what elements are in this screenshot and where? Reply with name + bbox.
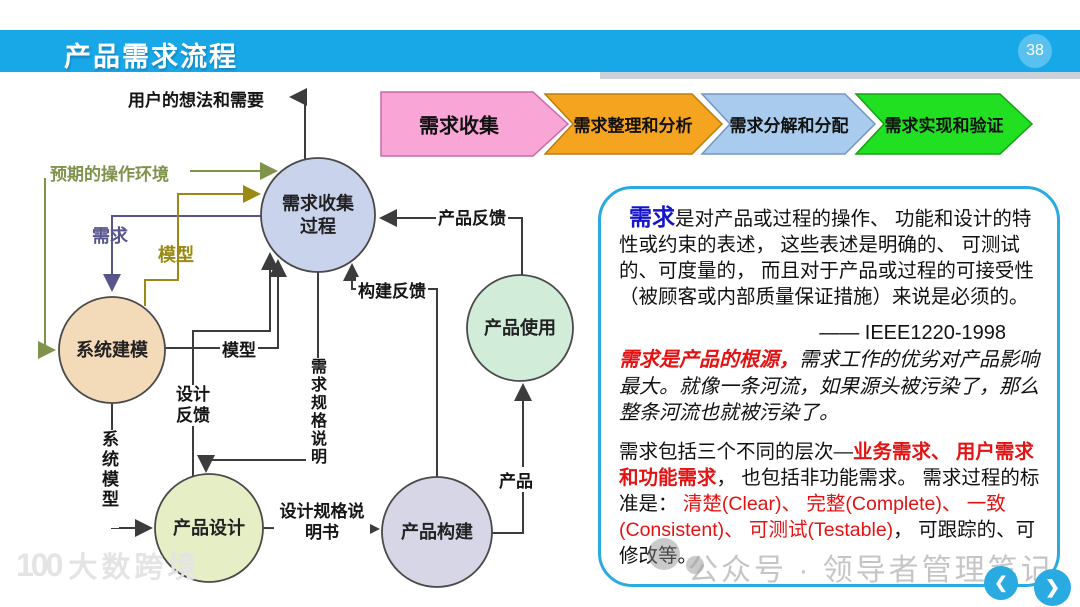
node-design-label: 产品设计	[173, 517, 245, 538]
edge-label-build-feedback: 构建反馈	[356, 277, 428, 302]
definition-text: 是对产品或过程的操作、 功能和设计的特性或约束的表述， 这些表述是明确的、 可测…	[619, 208, 1034, 308]
edge-label-design-spec: 设计规格说明书	[274, 502, 370, 544]
flow-step-3-shape	[700, 93, 877, 155]
edge-model-out	[165, 259, 287, 349]
edge-req-spec	[197, 272, 319, 473]
edge-product-feedback	[379, 209, 523, 275]
edge-requirements	[103, 215, 262, 292]
node-collect	[260, 157, 376, 273]
levels-paragraph: 需求包括三个不同的层次—业务需求、 用户需求和功能需求， 也包括非功能需求。 需…	[619, 440, 1042, 570]
prev-slide-button[interactable]: ❮	[984, 566, 1018, 600]
flow-step-1-shape	[380, 91, 570, 157]
levels-highlight-1: 业务需求、 用户需求和功能需求	[619, 441, 1034, 489]
flow-step-2-label: 需求整理和分析	[573, 116, 693, 136]
chevron-left-icon: ❮	[994, 575, 1008, 592]
edge-design-feedback	[192, 252, 279, 476]
keyword-requirement: 需求	[629, 204, 675, 230]
next-slide-button[interactable]: ❯	[1034, 569, 1071, 606]
node-use	[466, 274, 574, 382]
edge-label-design-feedback: 设计反馈	[170, 385, 216, 427]
title-bar	[0, 30, 1080, 72]
edge-label-req-spec: 需求规格说明	[306, 358, 326, 466]
edge-user-needs	[289, 88, 307, 159]
edge-model-to-collect	[144, 185, 261, 306]
edge-label-system-model: 系统模型	[98, 430, 119, 528]
edge-label-expected-env: 预期的操作环境	[50, 165, 169, 184]
flow-step-1-label: 需求收集	[419, 115, 499, 138]
watermark-left-text: 大数跨境	[68, 552, 201, 584]
page-number-badge: 38	[1018, 34, 1052, 68]
edge-label-user-needs: 用户的想法和需要	[128, 91, 264, 110]
watermark-blob-icon	[686, 556, 704, 574]
definition-paragraph: 需求是对产品或过程的操作、 功能和设计的特性或约束的表述， 这些表述是明确的、 …	[619, 202, 1042, 311]
node-build	[381, 476, 493, 588]
title-bar-shadow	[600, 72, 1080, 79]
edge-label-model-to-collect: 模型	[158, 245, 194, 265]
flow-step-2-shape	[543, 93, 724, 155]
edge-label-requirements: 需求	[92, 226, 128, 246]
node-use-label: 产品使用	[484, 317, 556, 338]
node-design	[154, 473, 264, 583]
levels-text-3: ， 可跟踪的、可修改等。	[619, 518, 1036, 567]
page-title: 产品需求流程	[64, 42, 238, 72]
watermark-logo: 100	[16, 546, 63, 583]
node-build-label: 产品构建	[401, 521, 473, 542]
edge-label-model-out: 模型	[220, 336, 258, 361]
flow-step-3-label: 需求分解和分配	[729, 116, 849, 136]
node-modeling-label: 系统建模	[76, 339, 148, 360]
flow-step-4-shape	[854, 93, 1034, 155]
requirements-definition-panel: 需求是对产品或过程的操作、 功能和设计的特性或约束的表述， 这些表述是明确的、 …	[598, 186, 1060, 587]
levels-highlight-2: 清楚(Clear)、 完整(Complete)、 一致(Consistent)、…	[619, 492, 1006, 541]
flow-step-4-label: 需求实现和验证	[884, 116, 1004, 136]
edge-label-product: 产品	[497, 467, 535, 492]
watermark-blob-icon	[648, 538, 680, 570]
edge-expected-env-to-modeling	[38, 178, 56, 359]
edge-label-product-feedback: 产品反馈	[436, 204, 508, 229]
root-source-paragraph: 需求是产品的根源，需求工作的优劣对产品影响最大。就像一条河流，如果源头被污染了，…	[619, 347, 1042, 427]
watermark-left: 100 大数跨境	[16, 544, 200, 586]
node-modeling	[58, 296, 166, 404]
root-source-text: 需求工作的优劣对产品影响最大。就像一条河流，如果源头被污染了，那么整条河流也就被…	[619, 349, 1039, 425]
chevron-right-icon: ❯	[1044, 577, 1061, 597]
root-source-highlight: 需求是产品的根源，	[619, 349, 799, 372]
source-citation: —— IEEE1220-1998	[819, 321, 1006, 344]
levels-text-2: ， 也包括非功能需求。 需求过程的标准是：	[619, 466, 1040, 515]
node-collect-label: 需求收集过程	[282, 193, 354, 237]
levels-text-1: 需求包括三个不同的层次—	[619, 441, 854, 464]
edge-product	[492, 383, 532, 534]
